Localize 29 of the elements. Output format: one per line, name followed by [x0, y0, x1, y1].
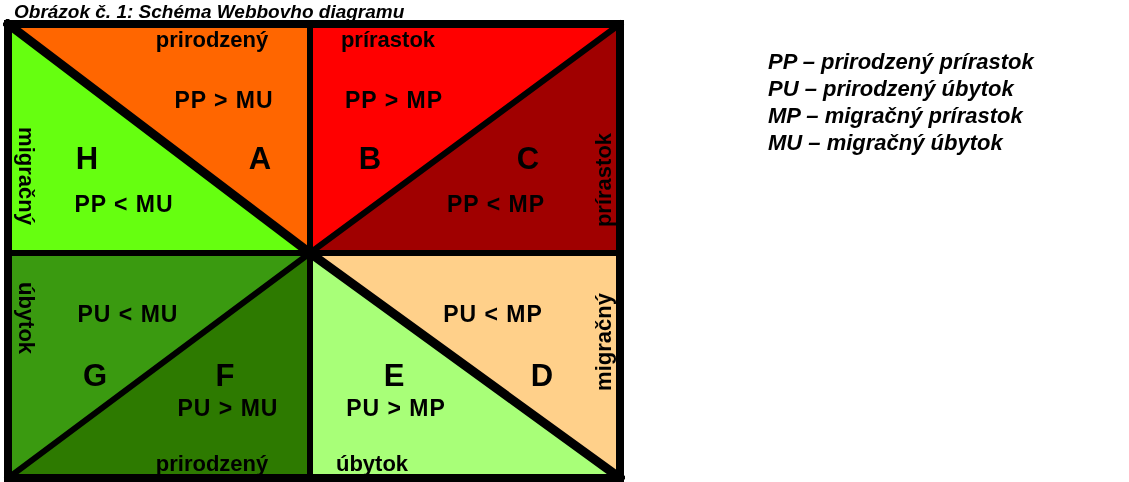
- sector-letter: F: [215, 359, 235, 391]
- figure-title: Obrázok č. 1: Schéma Webbovho diagramu: [14, 1, 405, 23]
- axis-label: úbytok: [335, 453, 409, 475]
- axis-label: prírastok: [593, 132, 615, 228]
- sector-letter: E: [383, 359, 405, 391]
- inequality-label: PP > MU: [174, 88, 274, 112]
- abbreviation-note: PU – prirodzený úbytok: [768, 77, 1014, 102]
- inequality-label: PP > MP: [345, 88, 443, 112]
- abbreviation-note: MP – migračný prírastok: [768, 104, 1023, 129]
- axis-label: úbytok: [15, 281, 37, 355]
- sector-letter: A: [248, 142, 272, 174]
- sector-letter: G: [82, 359, 108, 391]
- abbreviation-note: PP – prirodzený prírastok: [768, 50, 1034, 75]
- abbreviation-note: MU – migračný úbytok: [768, 131, 1003, 156]
- inequality-label: PP < MP: [447, 192, 545, 216]
- sector-letter: D: [530, 359, 554, 391]
- axis-label: prirodzený: [155, 29, 269, 51]
- sector-letter: C: [516, 142, 540, 174]
- sector-letter: H: [75, 142, 99, 174]
- inequality-label: PU < MP: [443, 302, 543, 326]
- sector-letter: B: [358, 142, 382, 174]
- axis-label: migračný: [15, 127, 37, 225]
- axis-label: prírastok: [340, 29, 436, 51]
- inequality-label: PU > MP: [346, 396, 446, 420]
- axis-label: prirodzený: [155, 453, 269, 475]
- axis-label: migračný: [593, 293, 615, 391]
- inequality-label: PU < MU: [77, 302, 179, 326]
- inequality-label: PU > MU: [177, 396, 279, 420]
- inequality-label: PP < MU: [74, 192, 174, 216]
